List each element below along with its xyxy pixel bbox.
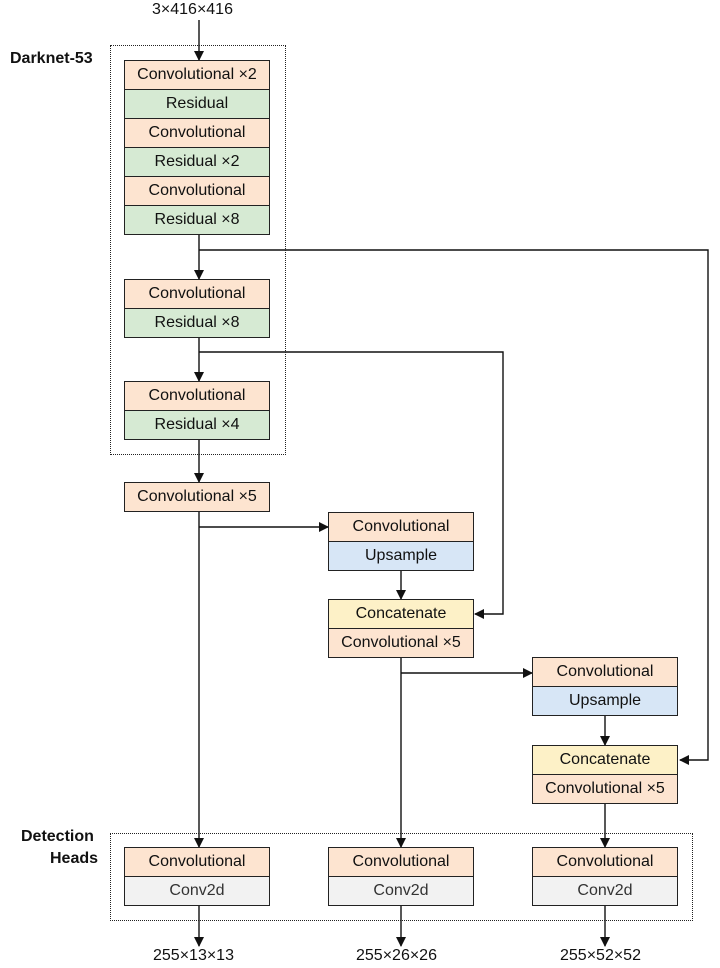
- backbone-conv-3: Convolutional: [124, 176, 270, 206]
- head3-conv2d: Conv2d: [532, 876, 678, 906]
- detection-heads-title-line2: Heads: [50, 850, 99, 867]
- merge2-concatenate: Concatenate: [532, 745, 678, 775]
- backbone-conv-5: Convolutional: [124, 381, 270, 411]
- input-shape-label: 3×416×416: [152, 1, 233, 18]
- backbone-conv-4: Convolutional: [124, 279, 270, 309]
- merge1-conv-x5: Convolutional ×5: [328, 628, 474, 658]
- head2-conv: Convolutional: [328, 847, 474, 877]
- detection-heads-title-line1: Detection: [21, 828, 94, 845]
- skip-route-52: [199, 249, 709, 765]
- branch1-upsample: Upsample: [328, 541, 474, 571]
- backbone-conv-2: Convolutional: [124, 118, 270, 148]
- output-label-13: 255×13×13: [153, 947, 234, 964]
- branch2-upsample: Upsample: [532, 686, 678, 716]
- merge2-conv-x5: Convolutional ×5: [532, 774, 678, 804]
- head1-conv: Convolutional: [124, 847, 270, 877]
- head2-conv2d: Conv2d: [328, 876, 474, 906]
- output-label-52: 255×52×52: [560, 947, 641, 964]
- head1-conv2d: Conv2d: [124, 876, 270, 906]
- output-label-26: 255×26×26: [356, 947, 437, 964]
- darknet-53-title: Darknet-53: [10, 50, 93, 67]
- backbone-residual-x2: Residual ×2: [124, 147, 270, 177]
- merge1-concatenate: Concatenate: [328, 599, 474, 629]
- neck-conv-x5-main: Convolutional ×5: [124, 482, 270, 512]
- backbone-residual-x8-b: Residual ×8: [124, 308, 270, 338]
- head3-conv: Convolutional: [532, 847, 678, 877]
- detection-heads-region: [110, 833, 693, 921]
- backbone-conv-x2: Convolutional ×2: [124, 60, 270, 90]
- darknet-53-region: [110, 45, 286, 455]
- skip-route-26: [199, 351, 504, 619]
- backbone-residual-x4: Residual ×4: [124, 410, 270, 440]
- backbone-residual-x8-a: Residual ×8: [124, 205, 270, 235]
- branch1-conv: Convolutional: [328, 512, 474, 542]
- branch2-conv: Convolutional: [532, 657, 678, 687]
- backbone-residual-1: Residual: [124, 89, 270, 119]
